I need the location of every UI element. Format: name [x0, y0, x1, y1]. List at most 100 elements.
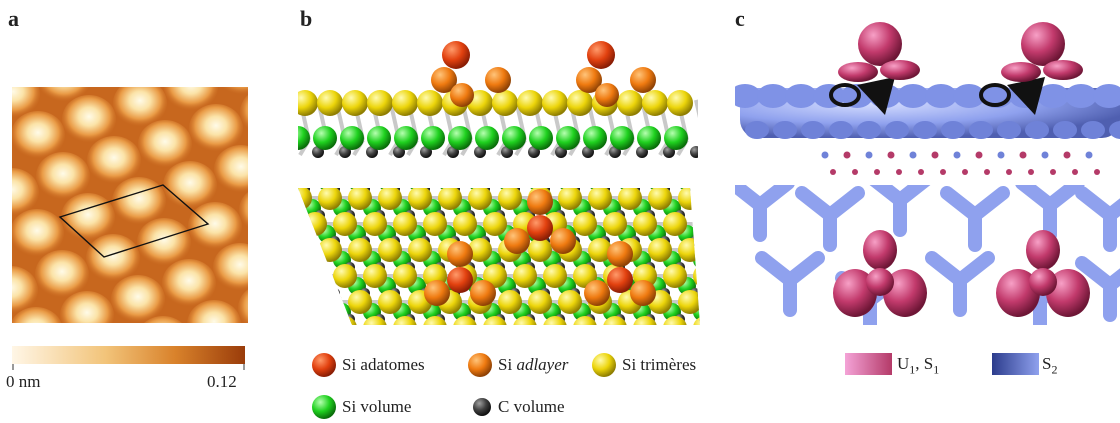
atom-si-trimer — [408, 188, 432, 210]
atom-si-volume — [723, 251, 741, 269]
atom-si-volume — [394, 126, 418, 150]
legend-label-s2: S2 — [1042, 354, 1058, 377]
atom-si-trimer — [738, 290, 762, 314]
atom-si-trimer — [513, 160, 537, 184]
atom-si-trimer — [663, 316, 687, 325]
orbital-s2-lobe — [1015, 185, 1085, 242]
legend-label-u1-s1: U1, S1 — [897, 354, 940, 377]
bond — [765, 328, 780, 354]
atom-si-volume — [498, 329, 516, 347]
atom-si-adatom — [527, 215, 553, 241]
bond — [720, 354, 735, 380]
top-view-model — [255, 160, 850, 380]
stm-bump — [163, 161, 217, 209]
orbital-dot — [887, 151, 895, 159]
orbital-dot — [874, 169, 880, 175]
atom-si-volume — [529, 126, 553, 150]
atom-si-trimer — [333, 264, 357, 288]
atom-si-trimer — [303, 212, 327, 236]
atom-si-trimer — [693, 264, 700, 288]
legend-label-si-adatomes: Si adatomes — [342, 355, 425, 374]
atom-si-trimer — [453, 160, 477, 184]
atom-c-volume — [795, 314, 805, 324]
bond — [795, 328, 810, 354]
atom-c-volume — [315, 314, 325, 324]
atom-c-volume — [540, 340, 550, 350]
bond — [735, 224, 750, 250]
bond — [375, 328, 390, 354]
atom-si-volume — [723, 355, 741, 373]
orbital-s2-lobe — [1065, 84, 1097, 108]
bond — [270, 302, 285, 328]
atom-c-volume — [450, 340, 460, 350]
orbital-dot — [953, 151, 961, 159]
atom-c-volume — [735, 314, 745, 324]
stm-bump — [12, 111, 65, 159]
atom-si-trimer — [273, 160, 297, 184]
atom-si-volume — [340, 126, 364, 150]
atom-si-volume — [258, 277, 276, 295]
atom-c-volume — [285, 210, 295, 220]
stm-bumps — [12, 87, 248, 323]
atom-si-trimer — [498, 290, 522, 314]
stm-image — [12, 87, 248, 323]
atom-si-volume — [318, 277, 336, 295]
stm-bump — [12, 209, 64, 257]
atom-si-trimer — [423, 316, 447, 325]
bond — [298, 275, 302, 303]
atom-si-trimer — [348, 188, 372, 210]
bond — [675, 328, 690, 354]
atom-si-trimer — [318, 238, 342, 262]
bond — [450, 354, 465, 380]
atom-si-trimer — [258, 186, 282, 210]
atom-si-trimer — [393, 160, 417, 184]
orbital-u1-lobe — [833, 269, 877, 317]
stm-bump — [164, 87, 218, 111]
atom-c-volume — [600, 340, 610, 350]
atom-si-volume — [610, 126, 634, 150]
atom-si-volume — [723, 303, 741, 321]
orbital-s2-lobe — [997, 121, 1021, 139]
legend-label-c-volume: C volume — [498, 397, 565, 416]
orbital-dot — [909, 151, 917, 159]
bond — [780, 354, 795, 380]
stm-bump — [162, 259, 216, 307]
atom-si-adlayer — [576, 67, 602, 93]
bond — [555, 328, 570, 354]
atom-si-volume — [753, 355, 771, 373]
bond — [688, 197, 700, 225]
orbital-u1-lobe — [1026, 230, 1060, 270]
atom-si-adlayer — [607, 241, 633, 267]
orbital-s2-lobe — [857, 121, 881, 139]
atom-c-volume — [840, 340, 850, 350]
atom-si-volume — [313, 126, 337, 150]
atom-si-trimer — [258, 290, 282, 314]
orbital-dot — [997, 151, 1005, 159]
stm-bump — [86, 234, 140, 282]
bond — [285, 328, 300, 354]
orbital-contour — [979, 83, 1011, 107]
atom-si-trimer — [393, 316, 417, 325]
atom-si-volume — [738, 277, 756, 295]
bond — [525, 328, 540, 354]
atom-si-volume — [708, 225, 726, 243]
orbital-s2-lobe — [1075, 186, 1120, 252]
orbital-dot — [962, 169, 968, 175]
atom-si-trimer — [367, 90, 393, 116]
colorbar-max-label: 0.12 — [207, 372, 237, 391]
atom-si-volume — [723, 199, 741, 217]
atom-si-volume — [421, 126, 445, 150]
atom-si-trimer — [558, 290, 582, 314]
atom-c-volume — [765, 366, 775, 376]
bond — [328, 301, 347, 325]
bond — [720, 302, 735, 328]
bond — [405, 328, 420, 354]
bond — [765, 276, 780, 302]
legend-marker-si-trimeres — [592, 353, 616, 377]
atom-si-trimer — [768, 342, 792, 366]
atom-c-volume — [255, 262, 265, 272]
atom-si-volume — [273, 199, 291, 217]
atom-si-adlayer — [450, 83, 474, 107]
atom-c-volume — [270, 184, 280, 194]
atom-si-adlayer — [630, 280, 656, 306]
